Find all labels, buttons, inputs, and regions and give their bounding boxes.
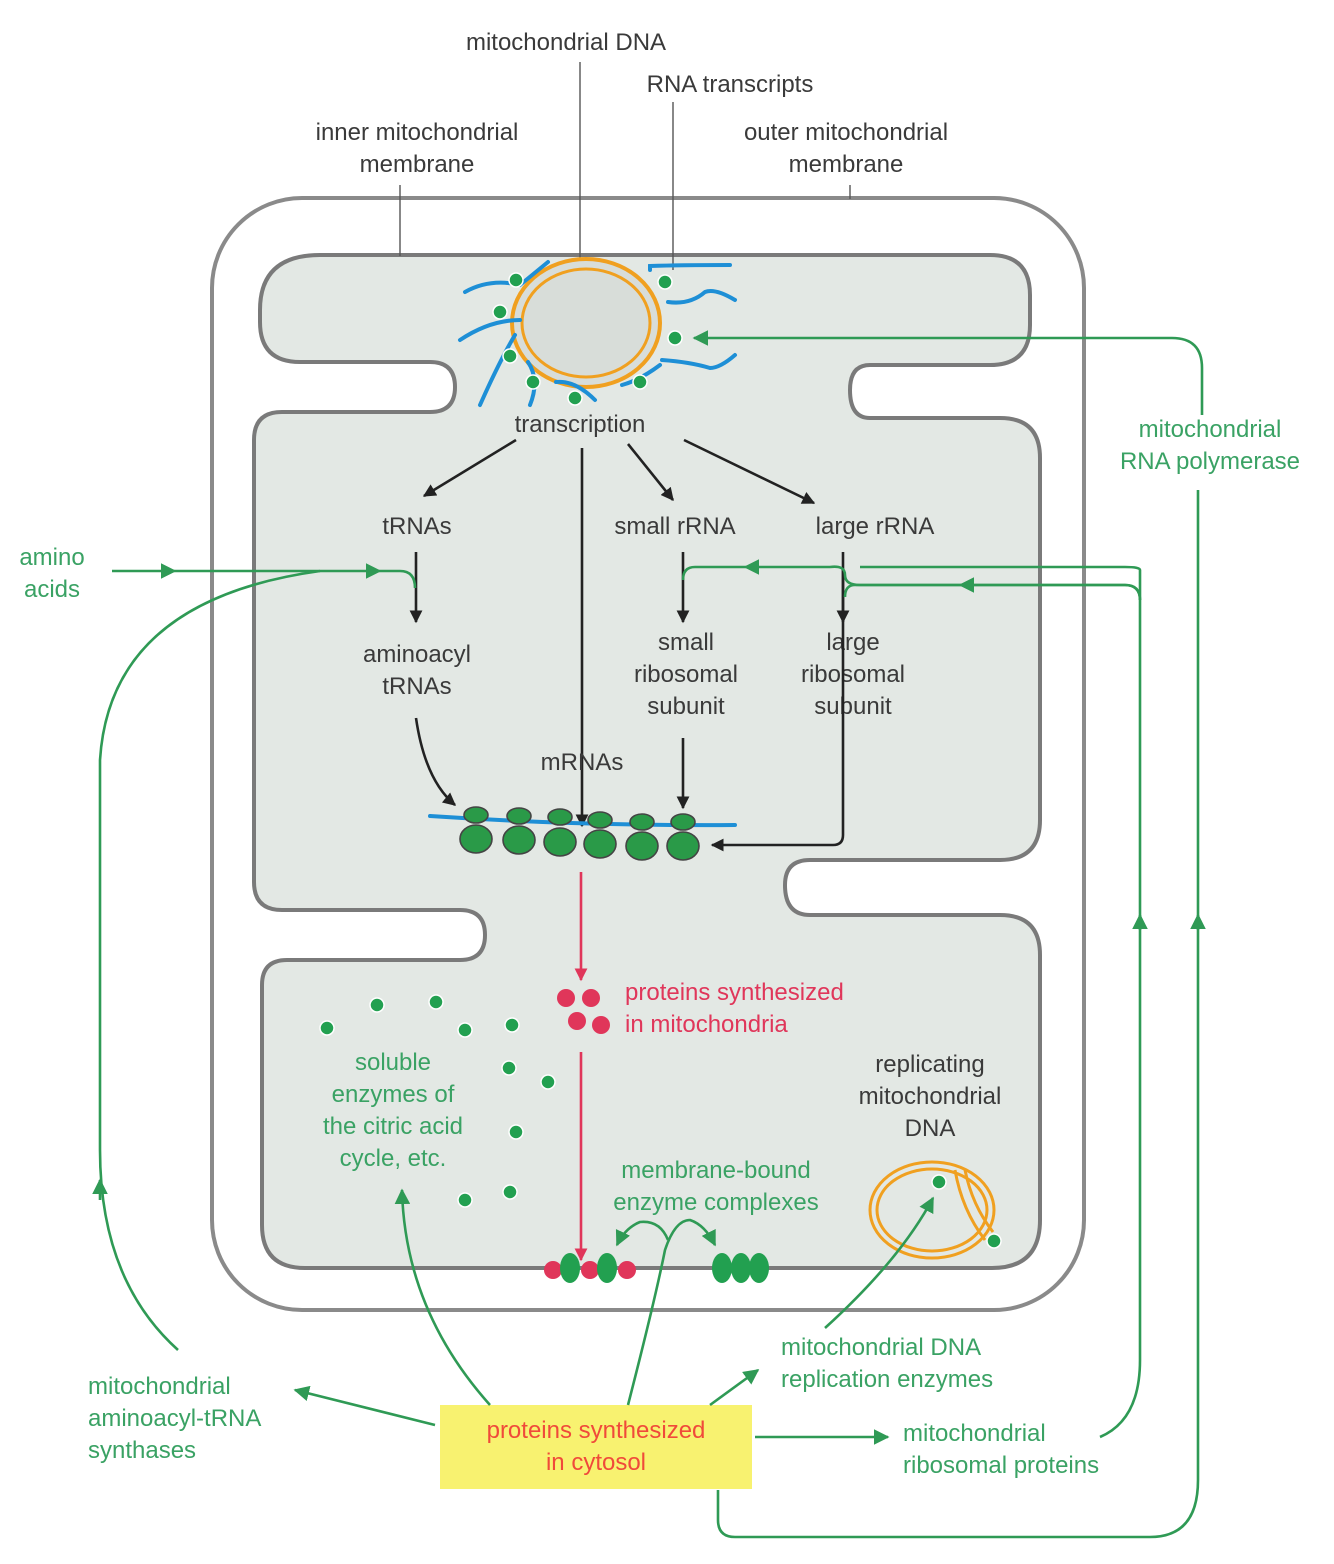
label-large-subunit-3: subunit	[814, 693, 892, 720]
arrow-membrane-split	[615, 1220, 670, 1247]
label-replicating-dna-2: mitochondrial	[859, 1083, 1002, 1110]
membrane-complex-green	[712, 1253, 769, 1283]
membrane-complex-mixed	[544, 1253, 636, 1283]
label-soluble-enzymes-1: soluble	[355, 1049, 431, 1076]
label-membrane-bound-1: membrane-bound	[621, 1157, 810, 1184]
label-inner-membrane-2: membrane	[360, 151, 475, 178]
arrow-ribosomal-proteins-branch	[860, 565, 1142, 600]
label-rna-transcripts: RNA transcripts	[647, 71, 814, 98]
label-synthases-1: mitochondrial	[88, 1373, 231, 1400]
label-amino-acids-2: acids	[24, 576, 80, 603]
label-soluble-enzymes-3: the citric acid	[323, 1113, 463, 1140]
label-ribosomal-proteins-2: ribosomal proteins	[903, 1452, 1099, 1479]
arrow-large-subunit-to-polysome	[710, 570, 845, 852]
label-small-subunit-3: subunit	[647, 693, 725, 720]
label-rna-polymerase-2: RNA polymerase	[1120, 448, 1300, 475]
arrow-cytosol-to-membrane	[626, 1218, 717, 1406]
arrow-amino-acids-join	[380, 569, 417, 589]
arrow-rna-polymerase-to-dna	[692, 330, 1204, 415]
mitochondrial-dna-circle	[510, 257, 662, 389]
label-mitochondrial-dna: mitochondrial DNA	[466, 29, 666, 56]
arrow-replication-to-dna	[824, 1196, 935, 1329]
label-dna-replication-1: mitochondrial DNA	[781, 1334, 981, 1361]
arrow-cytosol-to-replication	[709, 1368, 760, 1407]
arrow-aminoacyl-to-polysome	[414, 717, 456, 806]
arrow-small-join	[681, 565, 745, 581]
label-amino-acids-1: amino	[19, 544, 84, 571]
label-inner-membrane-1: inner mitochondrial	[316, 119, 519, 146]
cytosol-proteins-box	[440, 1405, 752, 1489]
label-replicating-dna-1: replicating	[875, 1051, 984, 1078]
label-small-subunit-2: ribosomal	[634, 661, 738, 688]
arrow-cytosol-to-soluble	[394, 1188, 491, 1406]
label-synthases-3: synthases	[88, 1437, 196, 1464]
label-aminoacyl-trnas-2: tRNAs	[382, 673, 451, 700]
label-soluble-enzymes-2: enzymes of	[332, 1081, 455, 1108]
arrow-large-join	[843, 583, 960, 598]
arrow-ribosomal-to-large	[958, 577, 1142, 601]
label-dna-replication-2: replication enzymes	[781, 1366, 993, 1393]
soluble-enzyme-dots	[319, 994, 556, 1208]
label-mrnas: mRNAs	[541, 749, 624, 776]
arrow-to-small-rrna	[626, 443, 675, 502]
label-outer-membrane-1: outer mitochondrial	[744, 119, 948, 146]
label-large-subunit-2: ribosomal	[801, 661, 905, 688]
label-outer-membrane-2: membrane	[789, 151, 904, 178]
label-ribosomal-proteins-1: mitochondrial	[903, 1420, 1046, 1447]
label-synthases-2: aminoacyl-tRNA	[88, 1405, 261, 1432]
replicating-dna-circle	[868, 1160, 1002, 1260]
rna-polymerase-dots	[492, 272, 683, 406]
label-small-subunit-1: small	[658, 629, 714, 656]
arrow-cytosol-to-rna-polymerase	[716, 490, 1200, 1539]
label-rna-polymerase-1: mitochondrial	[1139, 416, 1282, 443]
label-proteins-cytosol-1: proteins synthesized	[487, 1417, 706, 1444]
label-trnas: tRNAs	[382, 513, 451, 540]
arrow-synthases-to-trna	[98, 569, 321, 1351]
label-soluble-enzymes-4: cycle, etc.	[340, 1145, 447, 1172]
label-proteins-cytosol-2: in cytosol	[546, 1449, 646, 1476]
label-replicating-dna-3: DNA	[905, 1115, 956, 1142]
label-large-rrna: large rRNA	[816, 513, 935, 540]
mito-synthesized-proteins	[557, 989, 610, 1034]
label-membrane-bound-2: enzyme complexes	[613, 1189, 818, 1216]
arrow-to-trnas	[422, 438, 517, 498]
label-aminoacyl-trnas-1: aminoacyl	[363, 641, 471, 668]
arrow-cytosol-to-synthases	[293, 1385, 436, 1427]
label-large-subunit-1: large	[826, 629, 879, 656]
arrow-to-large-rrna	[683, 438, 816, 505]
inner-membrane	[252, 253, 1042, 1270]
polysome	[428, 806, 737, 861]
label-transcription: transcription	[515, 411, 646, 438]
label-proteins-mito-1: proteins synthesized	[625, 979, 844, 1006]
label-small-rrna: small rRNA	[614, 513, 735, 540]
label-proteins-mito-2: in mitochondria	[625, 1011, 788, 1038]
